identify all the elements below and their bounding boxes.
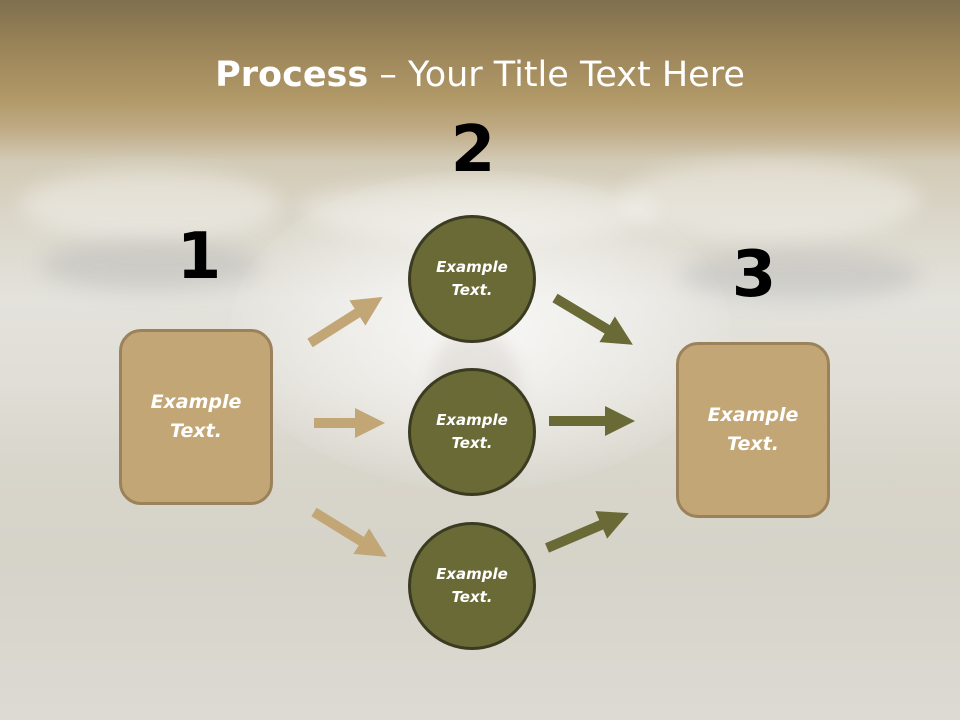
left-box: Example Text. — [119, 329, 273, 505]
right-box: Example Text. — [676, 342, 830, 518]
step-number-1: 1 — [176, 220, 222, 294]
step-number-3: 3 — [731, 238, 777, 312]
arrow-to-circle-top — [307, 296, 383, 348]
circle-top-line2: Text. — [451, 281, 493, 299]
step-number-2: 2 — [450, 113, 496, 187]
title-bold: Process — [215, 55, 369, 95]
cloud — [20, 170, 280, 240]
circle-middle-line2: Text. — [451, 434, 493, 452]
circle-middle: Example Text. — [408, 368, 536, 496]
cloud — [620, 160, 920, 240]
circle-bottom-line1: Example — [436, 565, 508, 583]
circle-bottom-line2: Text. — [451, 588, 493, 606]
arrow-from-circle-bottom — [545, 511, 629, 553]
circle-middle-line1: Example — [436, 411, 508, 429]
cloud — [680, 250, 920, 300]
circle-bottom: Example Text. — [408, 522, 536, 650]
right-box-line1: Example — [707, 404, 799, 426]
arrow-from-circle-top — [552, 293, 633, 345]
circle-top: Example Text. — [408, 215, 536, 343]
circle-top-line1: Example — [436, 258, 508, 276]
right-box-line2: Text. — [727, 433, 779, 455]
cloud — [40, 240, 260, 290]
slide-title: Process – Your Title Text Here — [0, 54, 960, 96]
left-box-line1: Example — [150, 391, 242, 413]
arrow-to-circle-bottom — [311, 507, 387, 557]
title-rest: – Your Title Text Here — [368, 55, 745, 95]
left-box-line2: Text. — [170, 420, 222, 442]
